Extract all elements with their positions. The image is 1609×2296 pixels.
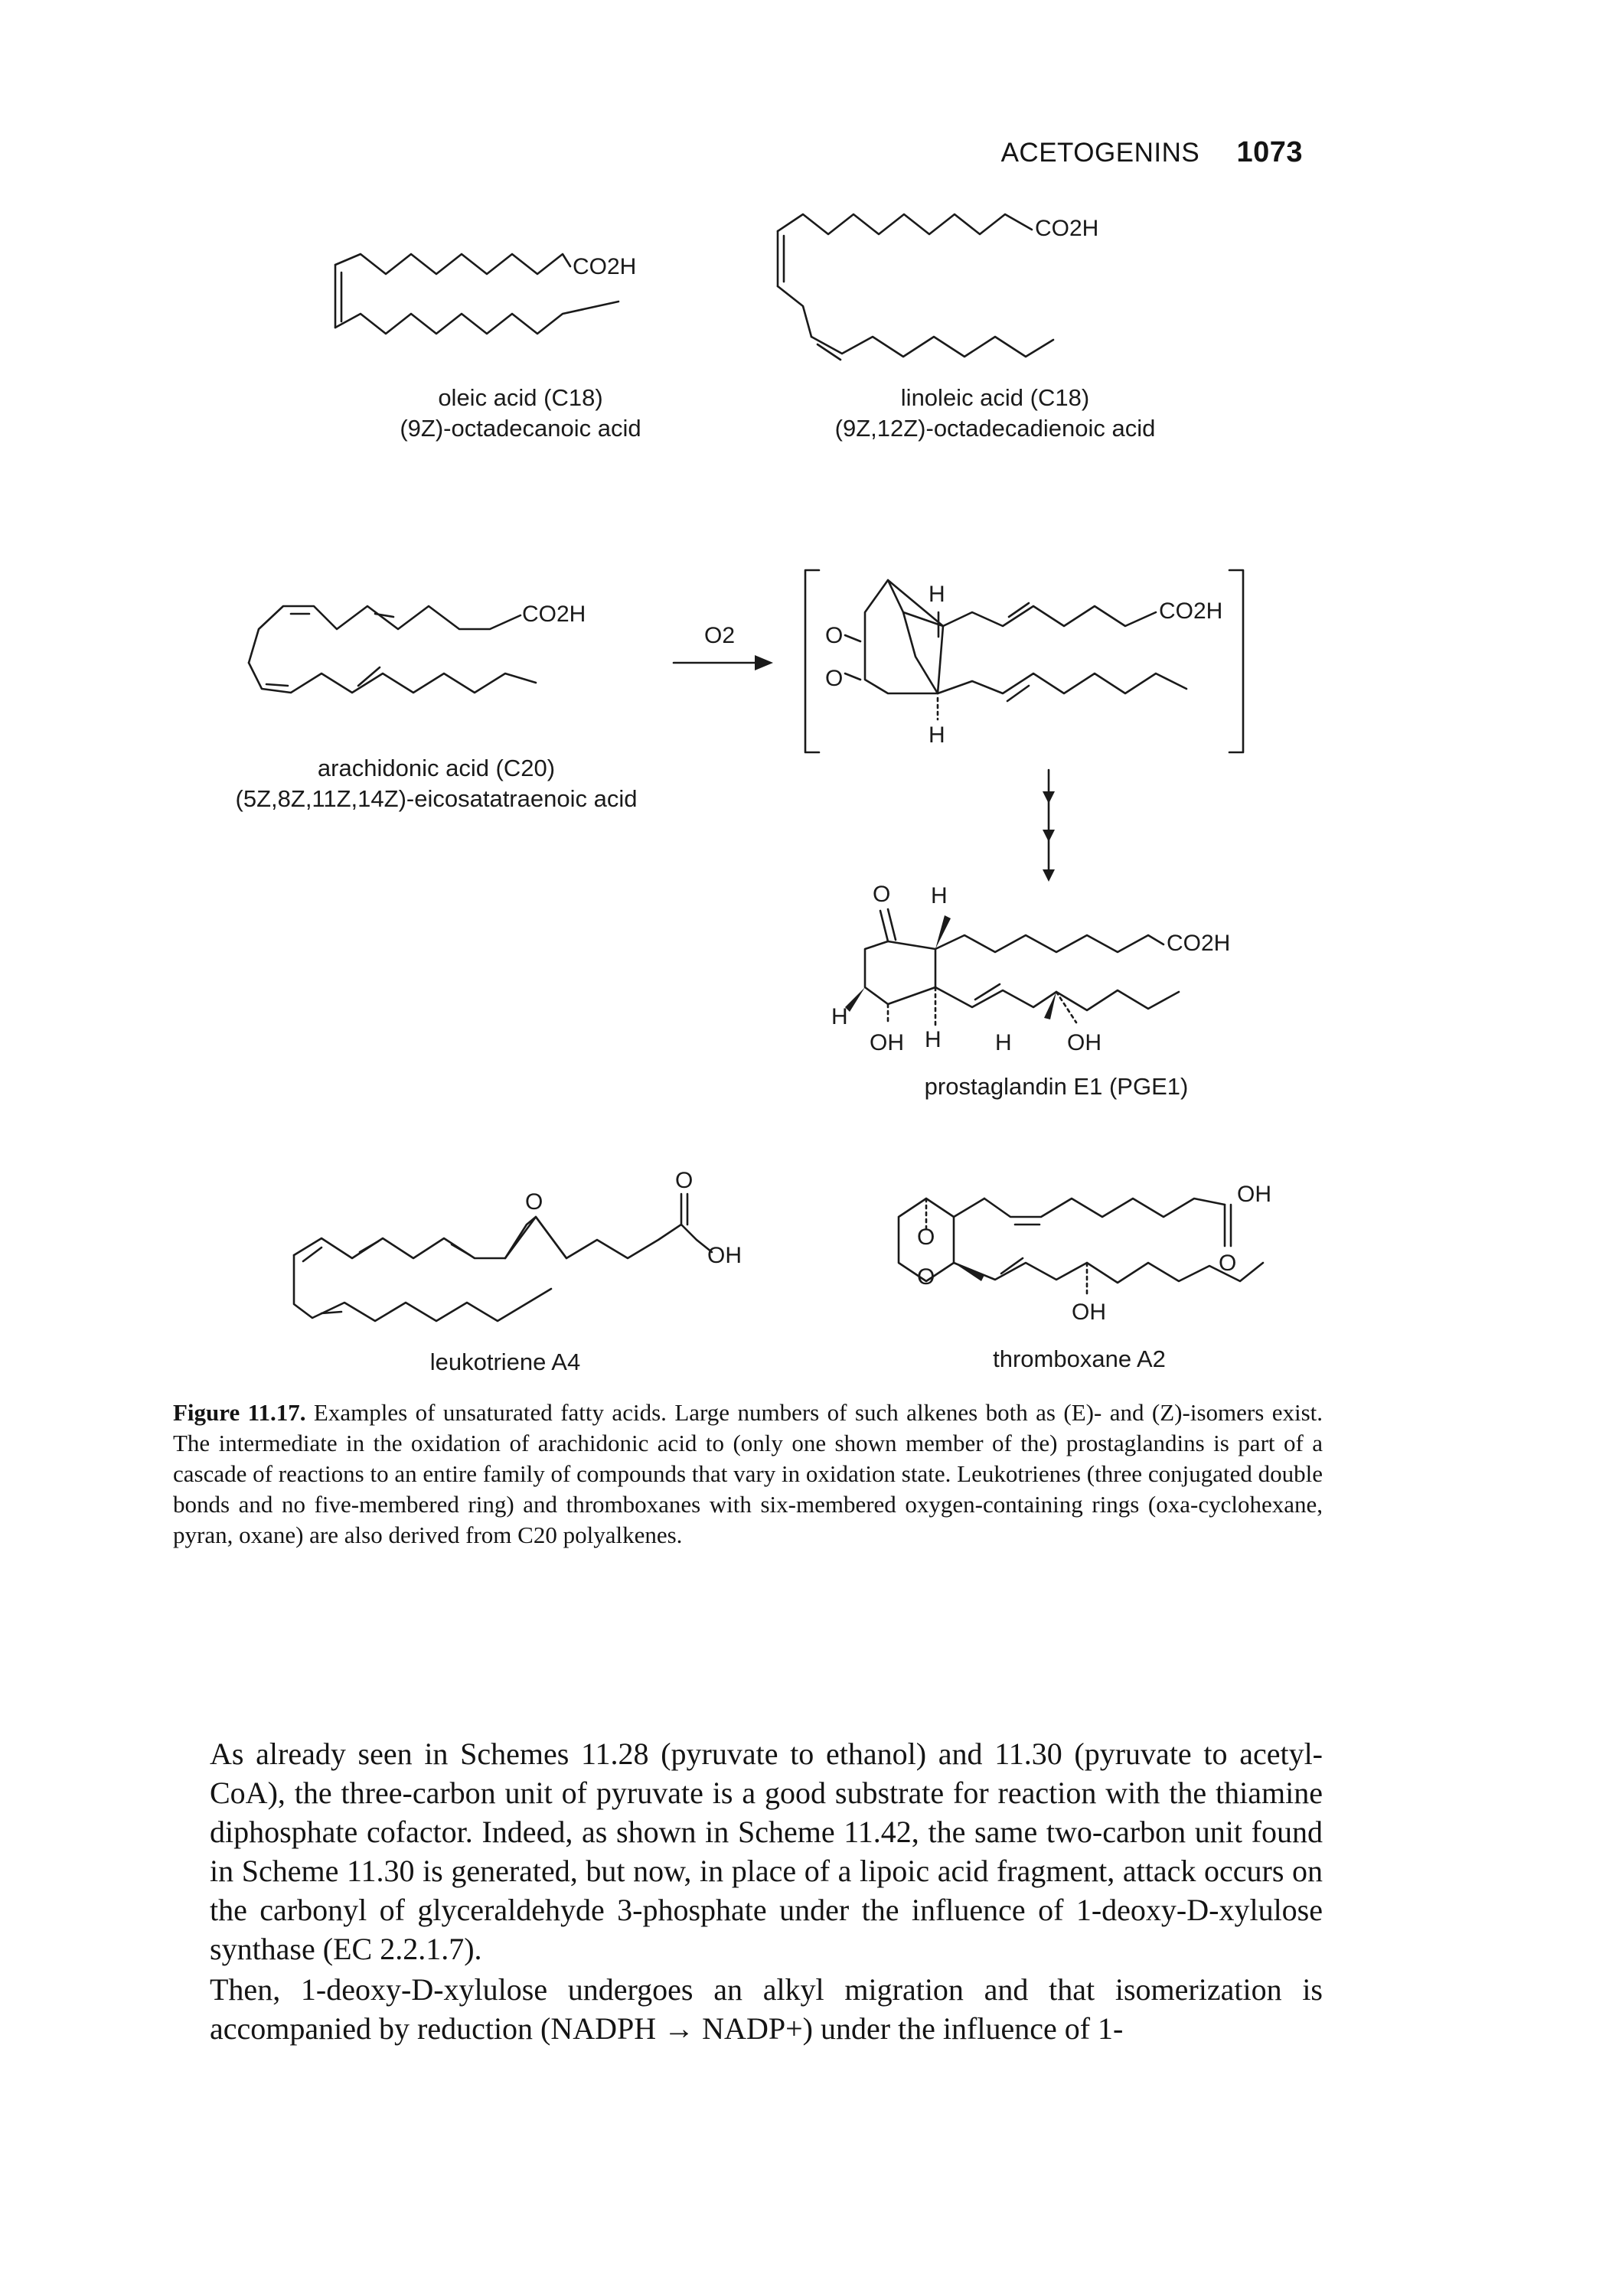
page-number: 1073: [1236, 136, 1303, 168]
leukotriene-epoxide-oxygen: O: [525, 1189, 543, 1215]
figure-structures: CO2H CO2H CO2H O2: [247, 213, 1271, 1325]
leukotriene-carbonyl-oxygen: O: [675, 1168, 693, 1193]
arachidonic-caption: arachidonic acid (C20) (5Z,8Z,11Z,14Z)-e…: [199, 753, 674, 814]
intermediate-hydrogen-1: H: [929, 582, 945, 607]
arachidonic-carboxyl-label: CO2H: [522, 602, 586, 627]
leukotriene-hydroxyl: OH: [707, 1243, 742, 1268]
running-header-section: ACETOGENINS: [1000, 138, 1200, 168]
oleic-iupac: (9Z)-octadecanoic acid: [400, 415, 641, 442]
body-paragraph-1: As already seen in Schemes 11.28 (pyruva…: [210, 1737, 1323, 1966]
intermediate-oxygen-2: O: [825, 666, 843, 691]
running-header: ACETOGENINS 1073: [1001, 136, 1303, 169]
thromboxane-name: thromboxane A2: [993, 1345, 1166, 1372]
pge1-hydrogen-1: H: [931, 883, 948, 908]
linoleic-caption: linoleic acid (C18) (9Z,12Z)-octadecadie…: [781, 383, 1209, 444]
structure-arachidonic-acid: CO2H: [247, 602, 586, 694]
structure-thromboxane-a2: O O OH O OH: [897, 1182, 1271, 1325]
pge1-caption: prostaglandin E1 (PGE1): [873, 1071, 1240, 1102]
pge1-hydrogen-2: H: [831, 1004, 848, 1029]
pge1-carboxyl-label: CO2H: [1167, 931, 1230, 956]
intermediate-hydrogen-2: H: [929, 722, 945, 748]
pge1-hydroxyl-1: OH: [870, 1030, 904, 1055]
leukotriene-name: leukotriene A4: [429, 1349, 581, 1375]
thromboxane-ring-oxygen-1: O: [917, 1225, 935, 1250]
reaction-arrow: O2: [672, 623, 773, 670]
linoleic-name: linoleic acid (C18): [900, 384, 1090, 411]
figure-caption-text: Examples of unsaturated fatty acids. Lar…: [173, 1399, 1323, 1548]
figure-label: Figure 11.17.: [173, 1399, 306, 1426]
arachidonic-iupac: (5Z,8Z,11Z,14Z)-eicosatatraenoic acid: [235, 785, 638, 812]
multistep-arrow: [1043, 768, 1055, 882]
body-paragraph-2: Then, 1-deoxy-D-xylulose undergoes an al…: [210, 1972, 1323, 2046]
pge1-hydrogen-3: H: [925, 1027, 942, 1052]
structure-oleic-acid: CO2H: [334, 253, 636, 335]
intermediate-oxygen-1: O: [825, 623, 843, 648]
structure-linoleic-acid: CO2H: [776, 213, 1098, 361]
structure-prostaglandin-e1: O H H OH H H OH CO2H: [831, 882, 1230, 1055]
thromboxane-ring-oxygen-2: O: [917, 1264, 935, 1290]
thromboxane-carbonyl-oxygen: O: [1219, 1251, 1236, 1276]
oleic-carboxyl-label: CO2H: [573, 254, 636, 279]
oleic-caption: oleic acid (C18) (9Z)-octadecanoic acid: [321, 383, 720, 444]
structure-endoperoxide-intermediate: O O H H CO2H: [804, 569, 1245, 754]
linoleic-iupac: (9Z,12Z)-octadecadienoic acid: [834, 415, 1156, 442]
intermediate-carboxyl-label: CO2H: [1159, 598, 1222, 624]
linoleic-carboxyl-label: CO2H: [1035, 216, 1098, 241]
oleic-name: oleic acid (C18): [438, 384, 603, 411]
arachidonic-name: arachidonic acid (C20): [317, 755, 556, 781]
reagent-label: O2: [704, 623, 735, 648]
thromboxane-hydroxyl-2: OH: [1072, 1300, 1106, 1325]
structure-leukotriene-a4: O O OH: [292, 1168, 742, 1322]
pge1-hydrogen-4: H: [995, 1030, 1012, 1055]
figure-caption: Figure 11.17. Examples of unsaturated fa…: [173, 1397, 1323, 1551]
pge1-hydroxyl-2: OH: [1067, 1030, 1101, 1055]
leukotriene-caption: leukotriene A4: [367, 1347, 643, 1378]
thromboxane-hydroxyl-1: OH: [1237, 1182, 1271, 1207]
thromboxane-caption: thromboxane A2: [934, 1344, 1225, 1375]
pge1-name: prostaglandin E1 (PGE1): [924, 1073, 1189, 1100]
pge1-ketone-oxygen: O: [873, 882, 890, 907]
